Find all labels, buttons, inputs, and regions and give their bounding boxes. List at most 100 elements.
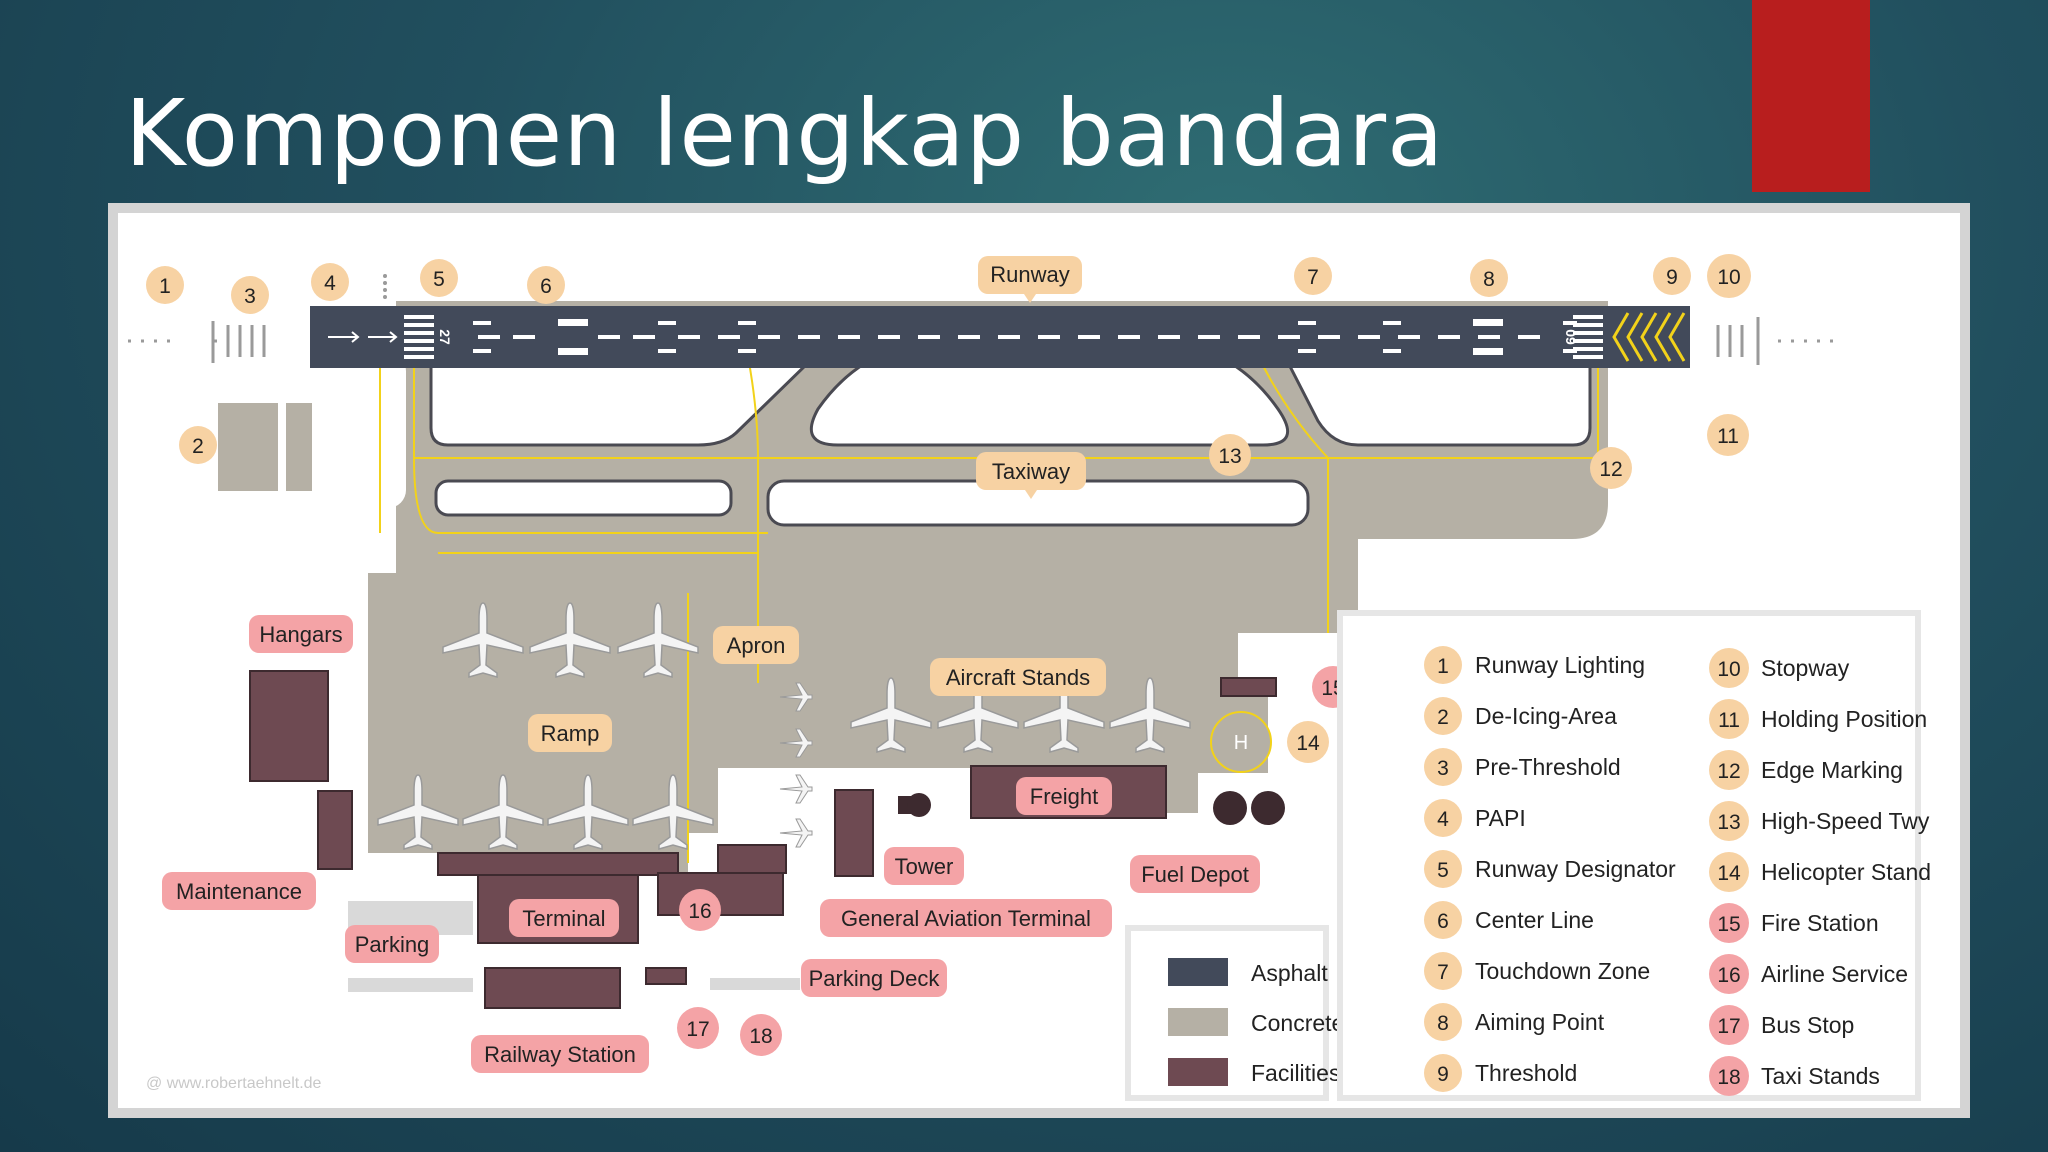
svg-text:6: 6 [540,275,552,298]
railway-station-label: Railway Station [471,1035,649,1073]
svg-text:PAPI: PAPI [1475,805,1526,831]
de-icing-area [218,403,278,491]
callout-5: 5 [420,259,458,297]
fuel-depot-label: Fuel Depot [1130,855,1260,893]
fuel-tank-1 [1213,791,1247,825]
svg-text:Ramp: Ramp [541,721,600,746]
svg-text:7: 7 [1437,961,1449,984]
runway-designator-right: 09 [1563,329,1579,345]
approach-lights-left [128,321,266,363]
svg-text:High-Speed Twy: High-Speed Twy [1761,808,1930,834]
svg-text:9: 9 [1437,1063,1449,1086]
svg-text:Runway Designator: Runway Designator [1475,856,1676,882]
svg-text:14: 14 [1717,862,1741,885]
callout-1: 1 [146,266,184,304]
svg-text:17: 17 [1717,1015,1740,1038]
svg-text:8: 8 [1483,268,1495,291]
legend-item-1: 1 Runway Lighting [1424,646,1645,684]
svg-text:3: 3 [244,285,256,308]
callout-14: 14 [1287,721,1329,763]
legend-item-17: 17 Bus Stop [1709,1005,1854,1045]
svg-text:5: 5 [1437,859,1449,882]
callout-18: 18 [740,1014,782,1056]
svg-text:Runway Lighting: Runway Lighting [1475,652,1645,678]
svg-text:1: 1 [159,275,171,298]
svg-text:13: 13 [1218,445,1241,468]
accent-bar [1752,0,1870,192]
svg-text:8: 8 [1437,1012,1449,1035]
bus-stop-building [645,967,687,985]
svg-text:13: 13 [1717,811,1740,834]
general-aviation-terminal-building [834,789,874,877]
svg-text:7: 7 [1307,266,1319,289]
callout-8: 8 [1470,259,1508,297]
runway-designator-left: 27 [437,329,453,345]
fuel-tank-2 [1251,791,1285,825]
svg-text:Helicopter Stand: Helicopter Stand [1761,859,1931,885]
callout-4: 4 [311,263,349,301]
svg-text:5: 5 [433,268,445,291]
svg-text:Hangars: Hangars [259,622,342,647]
svg-text:Runway: Runway [990,262,1069,287]
svg-text:Touchdown Zone: Touchdown Zone [1475,958,1650,984]
svg-text:18: 18 [749,1025,772,1048]
center-line [478,335,1540,339]
maintenance-label: Maintenance [162,872,316,910]
tower-label: Tower [884,847,964,885]
helipad: H [1210,711,1272,773]
svg-text:Threshold: Threshold [1475,1060,1577,1086]
svg-text:2: 2 [192,435,204,458]
hangars-label: Hangars [249,615,353,653]
svg-text:Facilities: Facilities [1251,1060,1340,1086]
svg-text:Bus Stop: Bus Stop [1761,1012,1854,1038]
legend-item-14: 14 Helicopter Stand [1709,852,1931,892]
svg-text:Taxi Stands: Taxi Stands [1761,1063,1880,1089]
svg-text:4: 4 [324,272,336,295]
numbered-callouts: 1 3 4 5 6 7 8 9 10 2 11 12 13 14 15 16 1… [146,254,1751,1056]
material-legend: Asphalt Concrete Facilities [1125,925,1344,1101]
svg-text:Railway Station: Railway Station [484,1042,636,1067]
legend-item-7: 7 Touchdown Zone [1424,952,1650,990]
freight-label: Freight [1016,777,1112,815]
svg-text:Maintenance: Maintenance [176,879,302,904]
svg-text:Aircraft Stands: Aircraft Stands [946,665,1090,690]
svg-text:Taxiway: Taxiway [992,459,1070,484]
callout-6: 6 [527,266,565,304]
copyright-text: @ www.robertaehnelt.de [146,1075,322,1092]
callout-13: 13 [1209,434,1251,476]
svg-text:12: 12 [1599,458,1622,481]
svg-text:11: 11 [1717,425,1739,448]
de-icing-pad [286,403,312,491]
svg-text:1: 1 [1437,655,1449,678]
hangars-building [249,670,329,782]
svg-text:Holding Position: Holding Position [1761,706,1927,732]
callout-2: 2 [179,426,217,464]
svg-text:Tower: Tower [895,854,954,879]
svg-text:10: 10 [1717,266,1740,289]
general-aviation-terminal-label: General Aviation Terminal [820,899,1112,937]
svg-text:Apron: Apron [727,633,786,658]
runway-label: Runway [978,256,1082,303]
aircraft-stands-label: Aircraft Stands [930,658,1106,696]
legend-item-5: 5 Runway Designator [1424,850,1676,888]
callout-3: 3 [231,276,269,314]
touchdown-zone-marks [473,319,1577,355]
terminal-label: Terminal [509,899,619,937]
airport-diagram: 27 09 [108,203,1970,1118]
svg-text:9: 9 [1666,266,1678,289]
maintenance-building [317,790,353,870]
svg-text:Fuel Depot: Fuel Depot [1141,862,1249,887]
callout-12: 12 [1590,447,1632,489]
svg-text:Parking Deck: Parking Deck [809,966,941,991]
svg-text:Edge Marking: Edge Marking [1761,757,1903,783]
callout-10: 10 [1707,254,1751,298]
fire-station-building [1220,677,1277,697]
